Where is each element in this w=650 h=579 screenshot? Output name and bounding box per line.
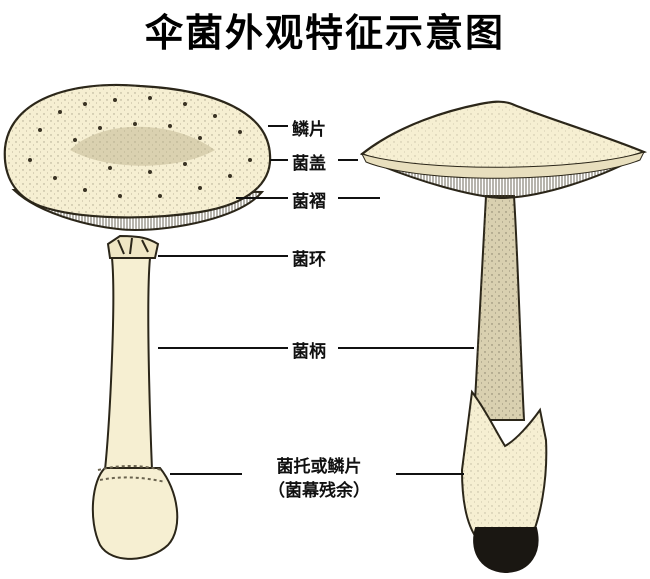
right-mushroom — [359, 100, 648, 574]
label-scales: 鳞片 — [292, 120, 326, 140]
left-stipe — [103, 257, 154, 471]
label-volva: 菌托或鳞片 — [276, 457, 362, 477]
label-stipe: 菌柄 — [292, 342, 326, 362]
left-base — [91, 467, 179, 560]
left-ring — [106, 234, 160, 259]
label-cap: 菌盖 — [292, 154, 326, 174]
diagram-title: 伞菌外观特征示意图 — [144, 10, 505, 55]
right-base-soil — [473, 527, 539, 574]
label-ring: 菌环 — [292, 250, 326, 270]
left-cap-scales — [28, 96, 252, 198]
leader-lines — [158, 125, 474, 475]
label-volva-note: （菌幕残余） — [268, 481, 370, 501]
left-mushroom — [3, 83, 272, 560]
label-gills: 菌褶 — [292, 192, 326, 212]
